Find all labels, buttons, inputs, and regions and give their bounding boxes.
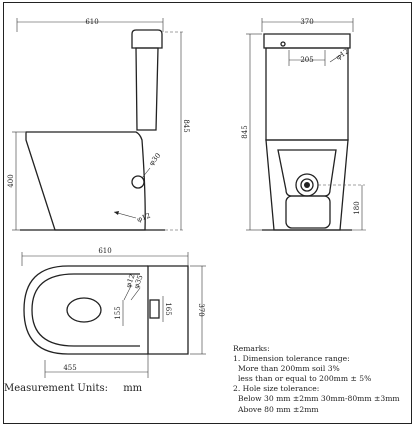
inner-width-label: 205 — [300, 56, 313, 64]
plan-view: 610 370 155 165 φ35 φ12 455 — [21, 247, 206, 378]
front-base-recess — [285, 195, 331, 229]
side-inlet-circle — [131, 175, 145, 189]
hole-d-leader — [123, 285, 132, 301]
top-hole-circle — [280, 41, 286, 47]
outlet-circle-inner — [300, 178, 314, 192]
remarks-line: less than or equal to 200mm ± 5% — [238, 374, 372, 384]
plan-width-label: 610 — [98, 247, 111, 255]
plan-tank-button — [149, 299, 160, 319]
hole-a-label: 155 — [114, 306, 122, 319]
side-height-label: 845 — [182, 119, 190, 132]
remarks-block: Remarks: 1. Dimension tolerance range: M… — [233, 344, 409, 415]
remarks-title: Remarks: — [233, 344, 270, 353]
fixing-arrow — [114, 211, 119, 215]
inlet-label: φ30 — [147, 152, 162, 168]
top-hole-leader — [329, 53, 343, 63]
measurement-units: Measurement Units: mm — [4, 383, 154, 394]
front-view: 370 845 205 φ12 180 — [241, 18, 366, 231]
front-width-label: 370 — [300, 18, 313, 26]
outlet-height-label: 180 — [353, 201, 361, 214]
plan-drain-opening — [66, 297, 102, 323]
tank-lid — [131, 29, 163, 49]
hole-c-leader — [130, 287, 141, 301]
outlet-center-mark — [304, 182, 310, 188]
plan-bowl-outline — [23, 265, 148, 355]
inlet-leader — [141, 167, 151, 179]
units-value: mm — [123, 383, 143, 394]
side-view: 610 845 400 φ30 φ12 — [7, 18, 190, 231]
bowl-body — [25, 131, 146, 231]
front-height-label: 845 — [241, 125, 249, 138]
side-width-label: 610 — [85, 18, 98, 26]
remarks-line: Below 30 mm ±2mm 30mm-80mm ±3mm — [238, 394, 400, 404]
remarks-line: Above 80 mm ±2mm — [238, 404, 319, 414]
plan-tank-top — [147, 265, 189, 355]
plan-bowl-rim — [31, 273, 140, 347]
remarks-line: More than 200mm soil 3% — [238, 364, 340, 374]
remarks-line: 2. Hole size tolerance: — [233, 384, 320, 394]
remarks-line: 1. Dimension tolerance range: — [233, 354, 350, 364]
tank-body — [135, 47, 159, 131]
front-bowl-opening — [277, 149, 337, 197]
front-tank-lid — [263, 33, 351, 49]
fixing-label: φ12 — [136, 212, 152, 224]
hole-b-label: 165 — [164, 302, 172, 315]
plan-depth-label: 370 — [197, 303, 205, 316]
seat-height-label: 400 — [7, 174, 15, 187]
rear-label: 455 — [63, 364, 76, 372]
units-label: Measurement Units: — [4, 383, 109, 394]
